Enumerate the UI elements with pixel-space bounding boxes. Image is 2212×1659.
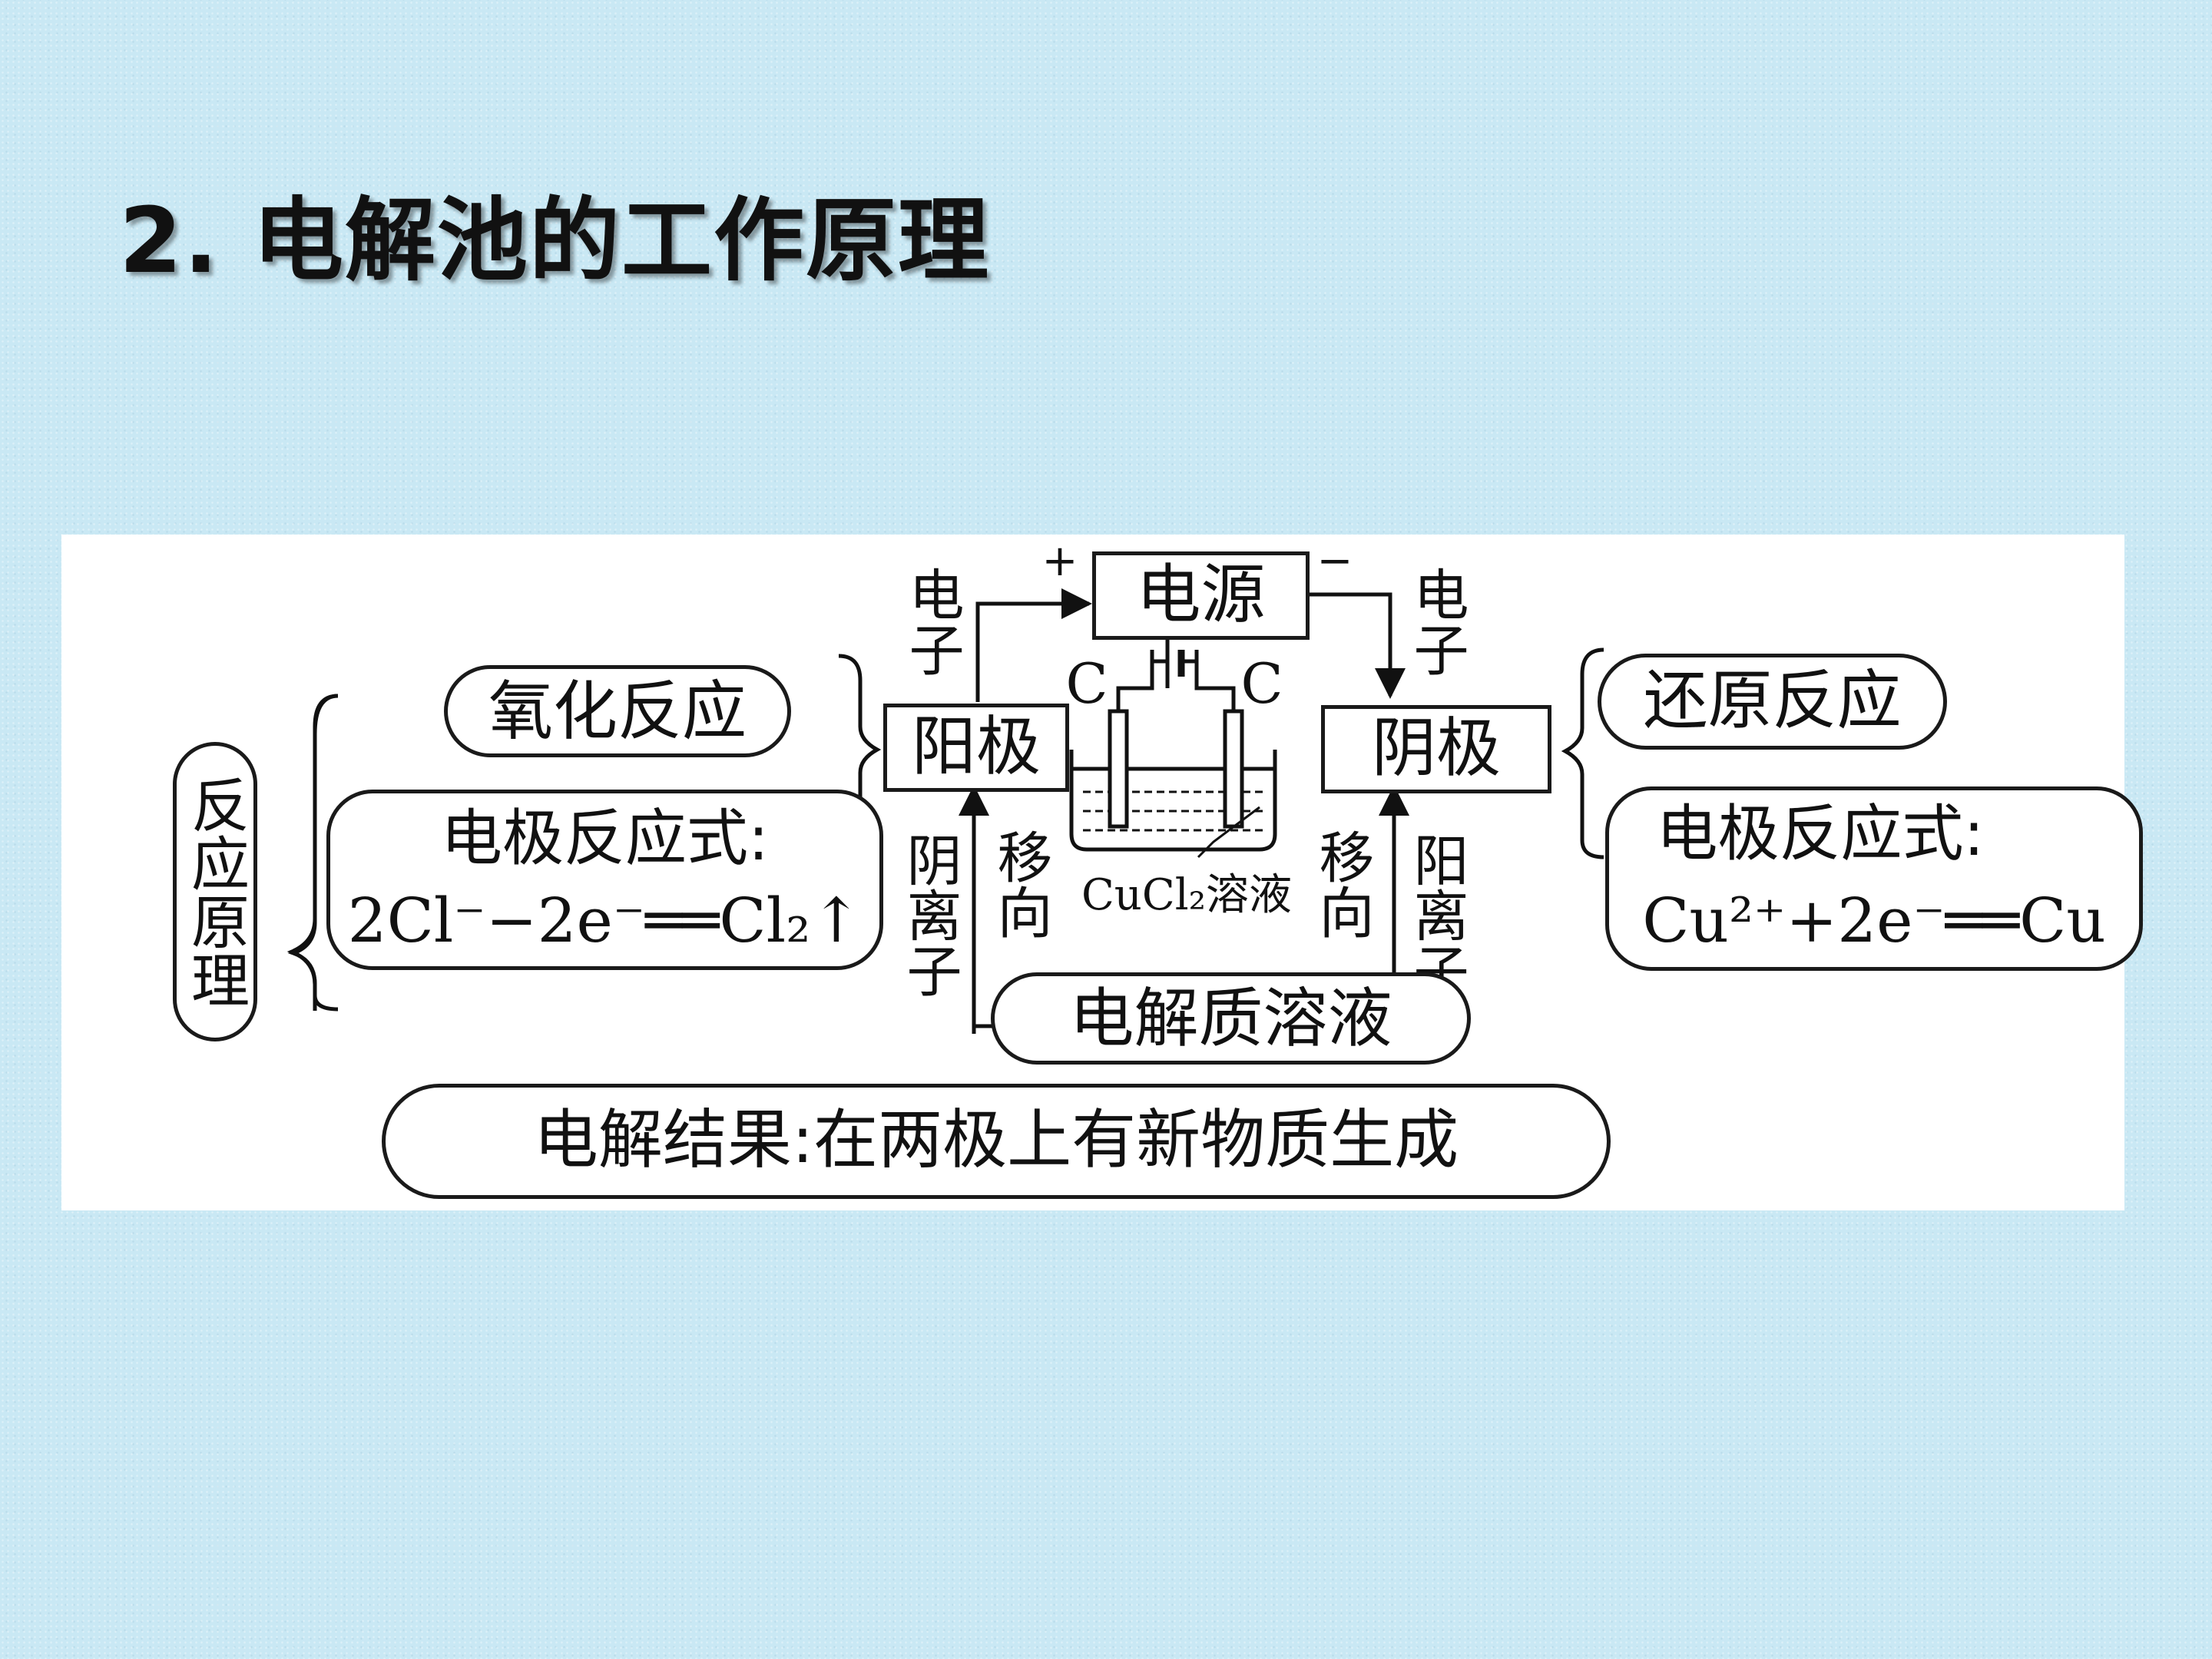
anode-electron-label: 电子 xyxy=(899,566,964,677)
page-title: 2. 电解池的工作原理 xyxy=(119,187,991,293)
anode-c-label: C xyxy=(1065,651,1108,716)
cell-beaker xyxy=(1069,750,1277,852)
power-plus-sign: + xyxy=(1041,536,1078,586)
result-label: 电解结果:在两极上有新物质生成 xyxy=(533,1102,1459,1177)
cathode-electron-label: 电子 xyxy=(1404,566,1469,677)
reduction-pill xyxy=(1598,654,1947,750)
anode-equation-pill xyxy=(326,790,883,970)
anode-box xyxy=(883,704,1069,792)
electrolyte-label: 电解质溶液 xyxy=(1069,981,1392,1056)
power-source-box xyxy=(1092,551,1310,640)
cathode-equation-label: 电极反应式: xyxy=(1656,798,1985,869)
cathode-electron-arrow xyxy=(1310,592,1406,699)
cathode-brace xyxy=(1561,647,1604,859)
cation-move-label: 移向 xyxy=(1310,829,1374,939)
diagram-panel: 反应原理 氧化反应 电极反应式: 2Cl⁻−2e⁻══Cl₂↑ 阳极 电源 + … xyxy=(61,535,2143,1210)
anode-equation: 2Cl⁻−2e⁻══Cl₂↑ xyxy=(347,885,863,956)
solution-label: CuCl₂溶液 xyxy=(1081,870,1293,920)
cathode-label: 阴极 xyxy=(1371,710,1501,786)
anode-label: 阳极 xyxy=(911,709,1041,784)
power-minus-sign: − xyxy=(1316,536,1353,586)
anion-label: 阴离子 xyxy=(897,832,962,998)
result-pill xyxy=(382,1084,1611,1199)
reduction-label: 还原反应 xyxy=(1643,663,1902,738)
cation-label: 阳离子 xyxy=(1404,832,1469,998)
reaction-principle-pill xyxy=(173,742,257,1041)
cathode-c-label: C xyxy=(1240,651,1283,716)
cathode-equation-pill xyxy=(1605,786,2143,971)
electrolyte-pill xyxy=(991,972,1471,1065)
oxidation-label: 氧化反应 xyxy=(488,674,747,749)
anion-move-label: 移向 xyxy=(988,829,1052,939)
anode-electron-arrow xyxy=(975,588,1092,702)
diagram-lines xyxy=(286,588,1604,1034)
cathode-rod xyxy=(1223,709,1244,829)
power-source-label: 电源 xyxy=(1136,557,1266,632)
oxidation-pill xyxy=(444,665,791,757)
anode-rod xyxy=(1108,709,1129,829)
cathode-equation: Cu²⁺+2e⁻══Cu xyxy=(1642,885,2106,956)
anode-equation-label: 电极反应式: xyxy=(441,803,769,874)
reaction-principle-label: 反应原理 xyxy=(181,775,250,1008)
cathode-box xyxy=(1321,705,1551,793)
